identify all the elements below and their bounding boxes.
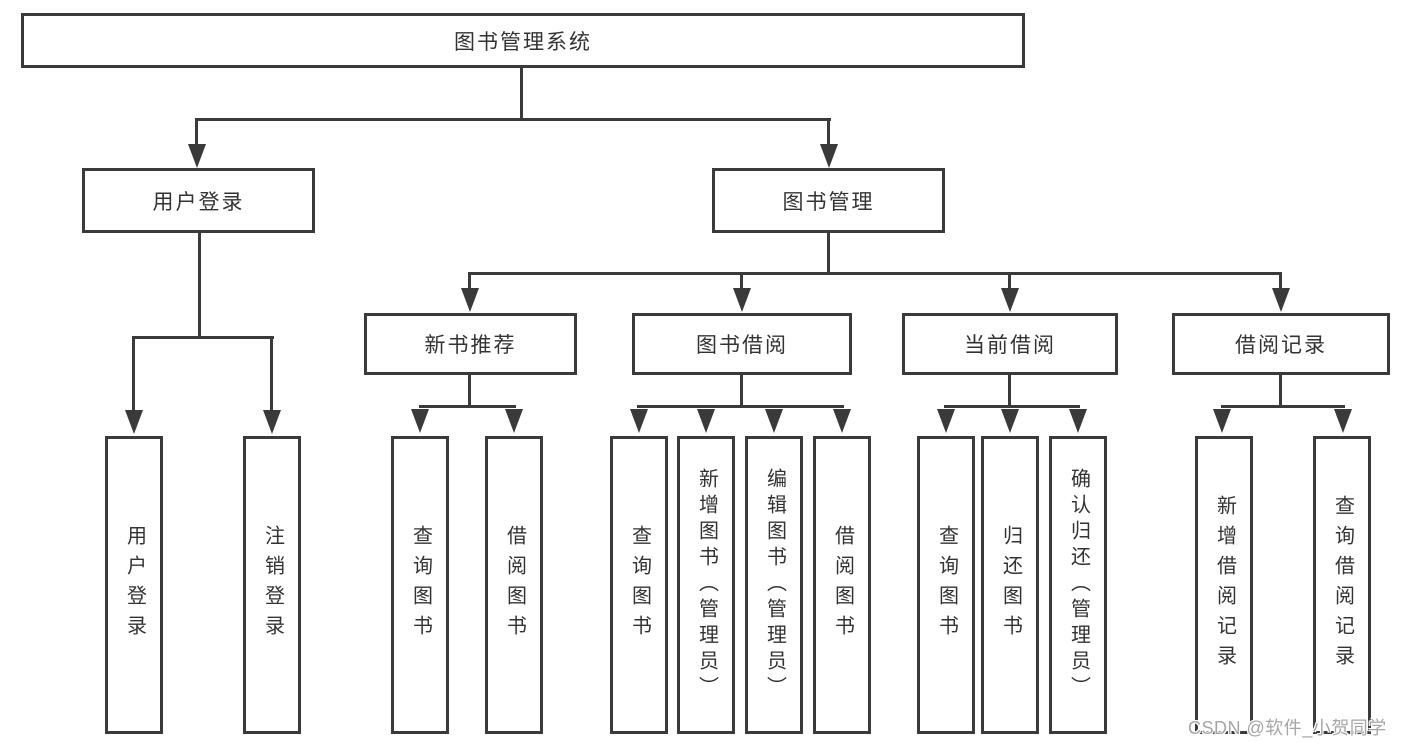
node-leaf-query-books-current: 查询图书 [917,436,975,734]
node-label: 图书借阅 [696,334,788,357]
node-leaf-query-books-borrowing: 查询图书 [610,436,668,734]
arrow-down-icon [1069,409,1087,433]
arrow-down-icon [461,288,479,312]
connector-book-management-arm [827,118,830,146]
node-label: 用户登录 [152,190,245,214]
connector-leaf-arm [132,336,135,412]
arrow-down-icon [1213,409,1231,433]
node-label: 查询借阅记录 [1331,495,1354,675]
connector-level3-arm [1008,272,1011,290]
connector-borrowing-records-branch [1221,405,1345,408]
arrow-down-icon [1272,288,1290,312]
connector-borrowing-records-stem [1279,375,1282,408]
arrow-down-icon [263,410,281,434]
connector-book-management-stem [827,233,830,275]
arrow-down-icon [125,410,143,434]
node-leaf-user-login: 用户登录 [105,436,163,734]
node-user-login: 用户登录 [82,168,315,233]
node-label: 当前借阅 [964,334,1056,357]
node-label: 图书管理 [782,190,875,214]
arrow-down-icon [765,409,783,433]
arrow-down-icon [630,409,648,433]
connector-level3-arm [740,272,743,290]
node-label: 注销登录 [261,525,284,645]
node-leaf-add-books-admin: 新增图书（管理员） [677,436,735,734]
connector-root-stem [520,68,523,121]
arrow-down-icon [820,144,838,168]
node-leaf-borrow-books-borrowing: 借阅图书 [813,436,871,734]
arrow-down-icon [1001,409,1019,433]
node-leaf-add-borrow-record: 新增借阅记录 [1195,436,1253,734]
node-label: 借阅图书 [503,525,526,645]
arrow-down-icon [1334,409,1352,433]
connector-current-borrowing-branch [944,405,1080,408]
arrow-down-icon [937,409,955,433]
arrow-down-icon [697,409,715,433]
connector-new-book-recommend-branch [419,405,516,408]
connector-level3-arm [468,272,471,290]
arrow-down-icon [733,288,751,312]
node-label: 新书推荐 [424,334,517,357]
node-label: 归还图书 [999,525,1022,645]
node-leaf-query-books-recommend: 查询图书 [391,436,449,734]
node-label: 确认归还（管理员） [1067,468,1090,702]
connector-new-book-recommend-stem [468,375,471,408]
node-label: 借阅记录 [1235,334,1327,357]
node-book-management: 图书管理 [712,168,945,233]
node-leaf-return-books: 归还图书 [981,436,1039,734]
node-label: 新增图书（管理员） [695,468,718,702]
node-borrowing-records: 借阅记录 [1172,313,1390,375]
connector-book-borrowing-branch [637,405,844,408]
node-leaf-logout: 注销登录 [243,436,301,734]
connector-leaf-arm [270,336,273,412]
connector-current-borrowing-stem [1008,375,1011,408]
node-leaf-confirm-return-admin: 确认归还（管理员） [1049,436,1107,734]
connector-user-login-arm [195,118,198,146]
node-label: 用户登录 [123,525,146,645]
node-leaf-query-borrow-record: 查询借阅记录 [1313,436,1371,734]
connector-book-management-branch [469,272,1281,275]
arrow-down-icon [505,409,523,433]
node-leaf-edit-books-admin: 编辑图书（管理员） [745,436,803,734]
node-label: 查询图书 [628,525,651,645]
connector-user-login-stem [198,233,201,339]
node-current-borrowing: 当前借阅 [902,313,1118,375]
arrow-down-icon [411,409,429,433]
csdn-watermark: CSDN @软件_小贺同学 [1188,718,1387,738]
node-leaf-borrow-books-recommend: 借阅图书 [485,436,543,734]
node-label: 查询图书 [409,525,432,645]
node-book-management-system: 图书管理系统 [21,13,1025,68]
node-label: 图书管理系统 [454,30,592,54]
connector-user-login-branch [133,336,274,339]
node-label: 借阅图书 [831,525,854,645]
connector-root-branch [196,118,831,121]
node-book-borrowing: 图书借阅 [632,313,852,375]
node-label: 编辑图书（管理员） [763,468,786,702]
arrow-down-icon [1001,288,1019,312]
arrow-down-icon [833,409,851,433]
connector-level3-arm [1279,272,1282,290]
node-label: 查询图书 [935,525,958,645]
connector-book-borrowing-stem [740,375,743,408]
node-label: 新增借阅记录 [1213,495,1236,675]
node-new-book-recommend: 新书推荐 [364,313,577,375]
arrow-down-icon [188,144,206,168]
